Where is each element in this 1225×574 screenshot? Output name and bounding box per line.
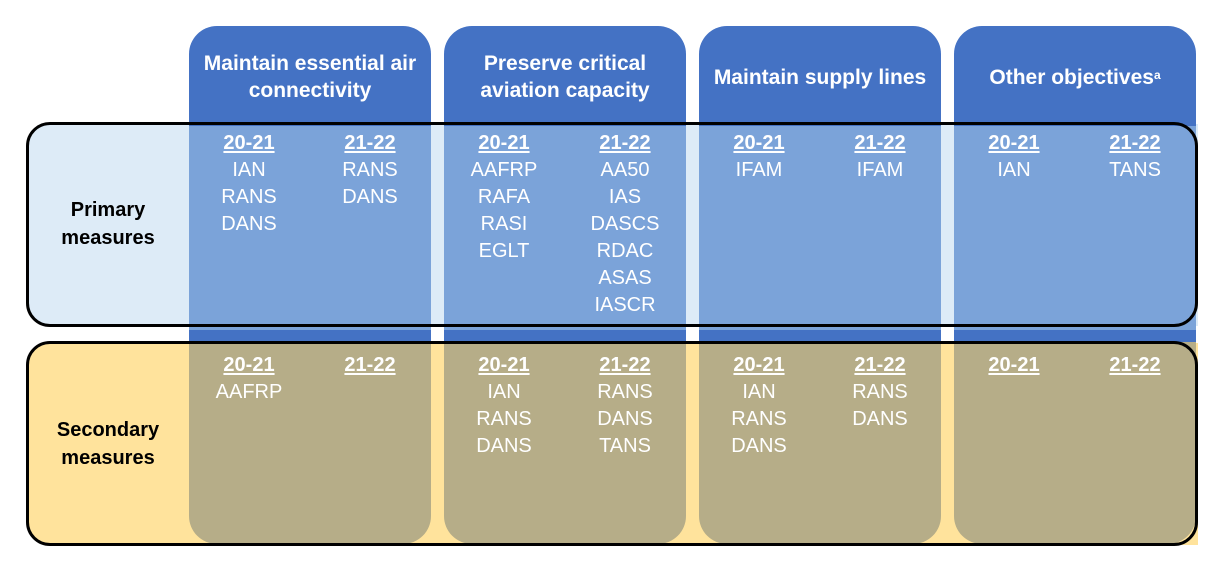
secondary-row-frame	[26, 341, 1198, 546]
measure-code: IAN	[487, 381, 521, 403]
measure-code: RASI	[480, 213, 528, 235]
measure-code: RANS	[476, 408, 532, 430]
measure-code: IASCR	[594, 294, 656, 316]
measure-code: IAN	[742, 381, 776, 403]
primary-band	[699, 126, 941, 330]
measure-code: IAN	[232, 159, 266, 181]
measure-code: ASAS	[598, 267, 652, 289]
measure-code: RANS	[221, 186, 277, 208]
measure-code: IAS	[608, 186, 642, 208]
column-header: Maintain supply lines	[699, 26, 941, 126]
column-title: Preserve critical aviation capacity	[480, 52, 650, 102]
secondary-measures-label: Secondary measures	[56, 419, 160, 469]
column-title: Maintain supply lines	[713, 65, 927, 89]
year-heading: 21-22	[854, 132, 906, 154]
measure-code: RAFA	[477, 186, 531, 208]
year-heading: 21-22	[599, 354, 651, 376]
column-maintain-essential-air-connectivity: Maintain essential air connectivity	[189, 26, 431, 544]
year-heading: 20-21	[478, 354, 530, 376]
measure-code: RANS	[342, 159, 398, 181]
measure-code: RANS	[731, 408, 787, 430]
year-heading: 21-22	[599, 132, 651, 154]
primary-row-frame	[26, 122, 1198, 327]
year-heading: 20-21	[988, 132, 1040, 154]
year-heading: 20-21	[733, 132, 785, 154]
column-title: Maintain essential air connectivity	[203, 52, 417, 102]
measure-code: DANS	[476, 435, 532, 457]
year-heading: 21-22	[344, 354, 396, 376]
year-heading: 21-22	[854, 354, 906, 376]
year-heading: 20-21	[478, 132, 530, 154]
secondary-band	[954, 342, 1196, 544]
year-heading: 21-22	[1109, 132, 1161, 154]
measure-code: AAFRP	[470, 159, 538, 181]
secondary-cell-2021-22: 21-22	[1075, 352, 1195, 379]
measure-code: TANS	[599, 435, 651, 457]
gap-band	[444, 330, 686, 342]
measure-code: AAFRP	[215, 381, 283, 403]
measure-code: DANS	[221, 213, 277, 235]
measure-code: AA50	[600, 159, 650, 181]
primary-measures-label: Primary measures	[61, 199, 155, 249]
measure-code: RANS	[597, 381, 653, 403]
column-title: Other objectives	[989, 65, 1154, 89]
year-heading: 20-21	[223, 132, 275, 154]
measure-code: EGLT	[478, 240, 530, 262]
secondary-band	[444, 342, 686, 544]
year-heading: 20-21	[988, 354, 1040, 376]
measure-code: DASCS	[590, 213, 660, 235]
secondary-band	[699, 342, 941, 544]
measure-code: DANS	[852, 408, 908, 430]
measure-code: RDAC	[596, 240, 654, 262]
year-heading: 20-21	[223, 354, 275, 376]
column-header: Maintain essential air connectivity	[189, 26, 431, 126]
measure-code: IAN	[997, 159, 1031, 181]
measure-code: IFAM	[856, 159, 904, 181]
secondary-cell-2020-21: 20-21	[954, 352, 1074, 379]
measure-code: RANS	[852, 381, 908, 403]
measure-code: DANS	[342, 186, 398, 208]
secondary-cell-2021-22: 21-22	[310, 352, 430, 379]
measure-code: DANS	[731, 435, 787, 457]
primary-band	[189, 126, 431, 330]
primary-band	[444, 126, 686, 330]
year-heading: 21-22	[344, 132, 396, 154]
measure-code: IFAM	[735, 159, 783, 181]
measure-code: TANS	[1109, 159, 1161, 181]
primary-band	[954, 126, 1196, 330]
gap-band	[954, 330, 1196, 342]
year-heading: 20-21	[733, 354, 785, 376]
measure-code: DANS	[597, 408, 653, 430]
column-header: Preserve critical aviation capacity	[444, 26, 686, 126]
column-maintain-supply-lines: Maintain supply lines	[699, 26, 941, 544]
gap-band	[699, 330, 941, 342]
secondary-band	[189, 342, 431, 544]
year-heading: 21-22	[1109, 354, 1161, 376]
column-preserve-critical-aviation-capacity: Preserve critical aviation capacity	[444, 26, 686, 544]
gap-band	[189, 330, 431, 342]
